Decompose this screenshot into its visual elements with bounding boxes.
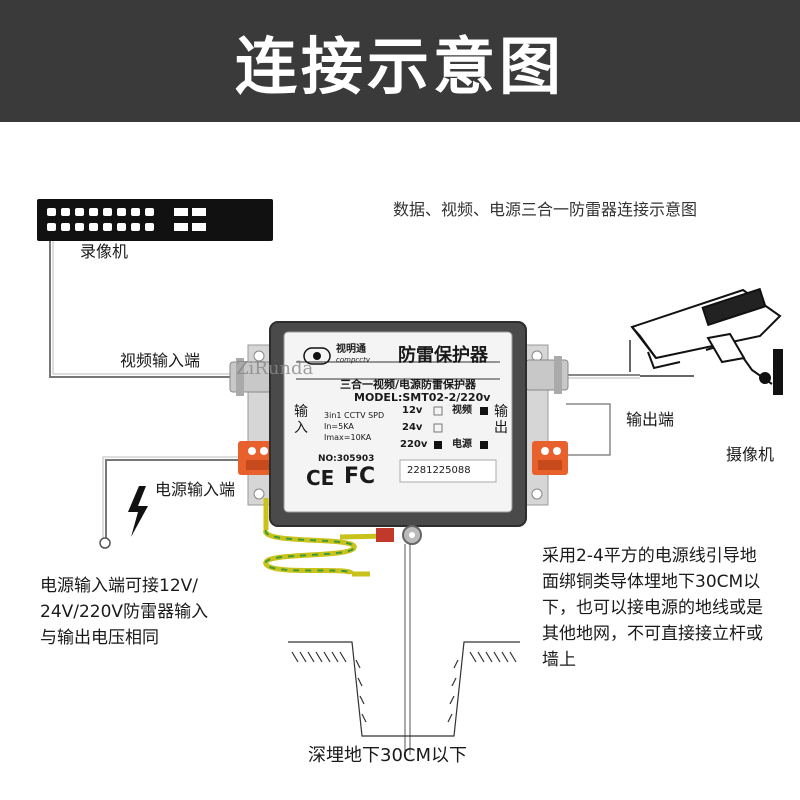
ground-wire: [263, 498, 391, 577]
ce-mark: CE: [306, 466, 335, 490]
lightning-icon: [128, 486, 148, 537]
power-output-terminal: [532, 441, 568, 475]
product-subtitle: 三合一视频/电源防雷保护器: [340, 378, 477, 391]
watermark: ZiRunda: [236, 358, 314, 379]
func-power: 电源: [452, 439, 472, 450]
camera-label: 摄像机: [726, 445, 775, 464]
volt-24v: 24v: [402, 422, 423, 433]
power-note: 电源输入端可接12V/ 24V/220V防雷器输入 与输出电压相同: [40, 576, 209, 648]
ground-note: 采用2-4平方的电源线引导地 面绑铜类导体埋地下30CM以 下，也可以接电源的地…: [542, 546, 763, 670]
brand-en: compcctv: [336, 356, 370, 364]
diagram-caption: 数据、视频、电源三合一防雷器连接示意图: [393, 200, 698, 219]
bnc-output-connector: [525, 356, 569, 394]
recorder-label: 录像机: [80, 242, 129, 261]
ground-depth-label: 深埋地下30CM以下: [308, 745, 468, 766]
power-input-cable: [105, 459, 241, 540]
input-tag: 输入: [294, 404, 308, 436]
video-input-cable: [49, 241, 236, 378]
product-name: 防雷保护器: [398, 345, 488, 366]
power-input-terminal: [238, 441, 274, 475]
volt-220v: 220v: [400, 439, 428, 450]
ground-pit: [288, 641, 520, 737]
video-input-label: 视频输入端: [120, 351, 201, 370]
model-number: MODEL:SMT02-2/220v: [354, 391, 491, 404]
volt-12v: 12v: [402, 405, 423, 416]
connection-diagram: [37, 199, 783, 755]
recorder-icon: [37, 199, 273, 241]
fc-mark: FC: [344, 464, 376, 489]
serial-number: NO:305903: [318, 454, 375, 464]
output-label: 输出端: [626, 410, 675, 429]
power-input-label: 电源输入端: [155, 480, 236, 499]
output-tag: 输出: [494, 404, 508, 436]
ground-line: [404, 544, 411, 755]
func-video: 视频: [452, 405, 472, 416]
barcode-number: 2281225088: [407, 465, 471, 476]
camera-icon: [630, 287, 783, 395]
title-banner: 连接示意图: [0, 0, 800, 122]
page-title: 连接示意图: [234, 30, 565, 103]
brand-name: 视明通: [336, 344, 366, 355]
